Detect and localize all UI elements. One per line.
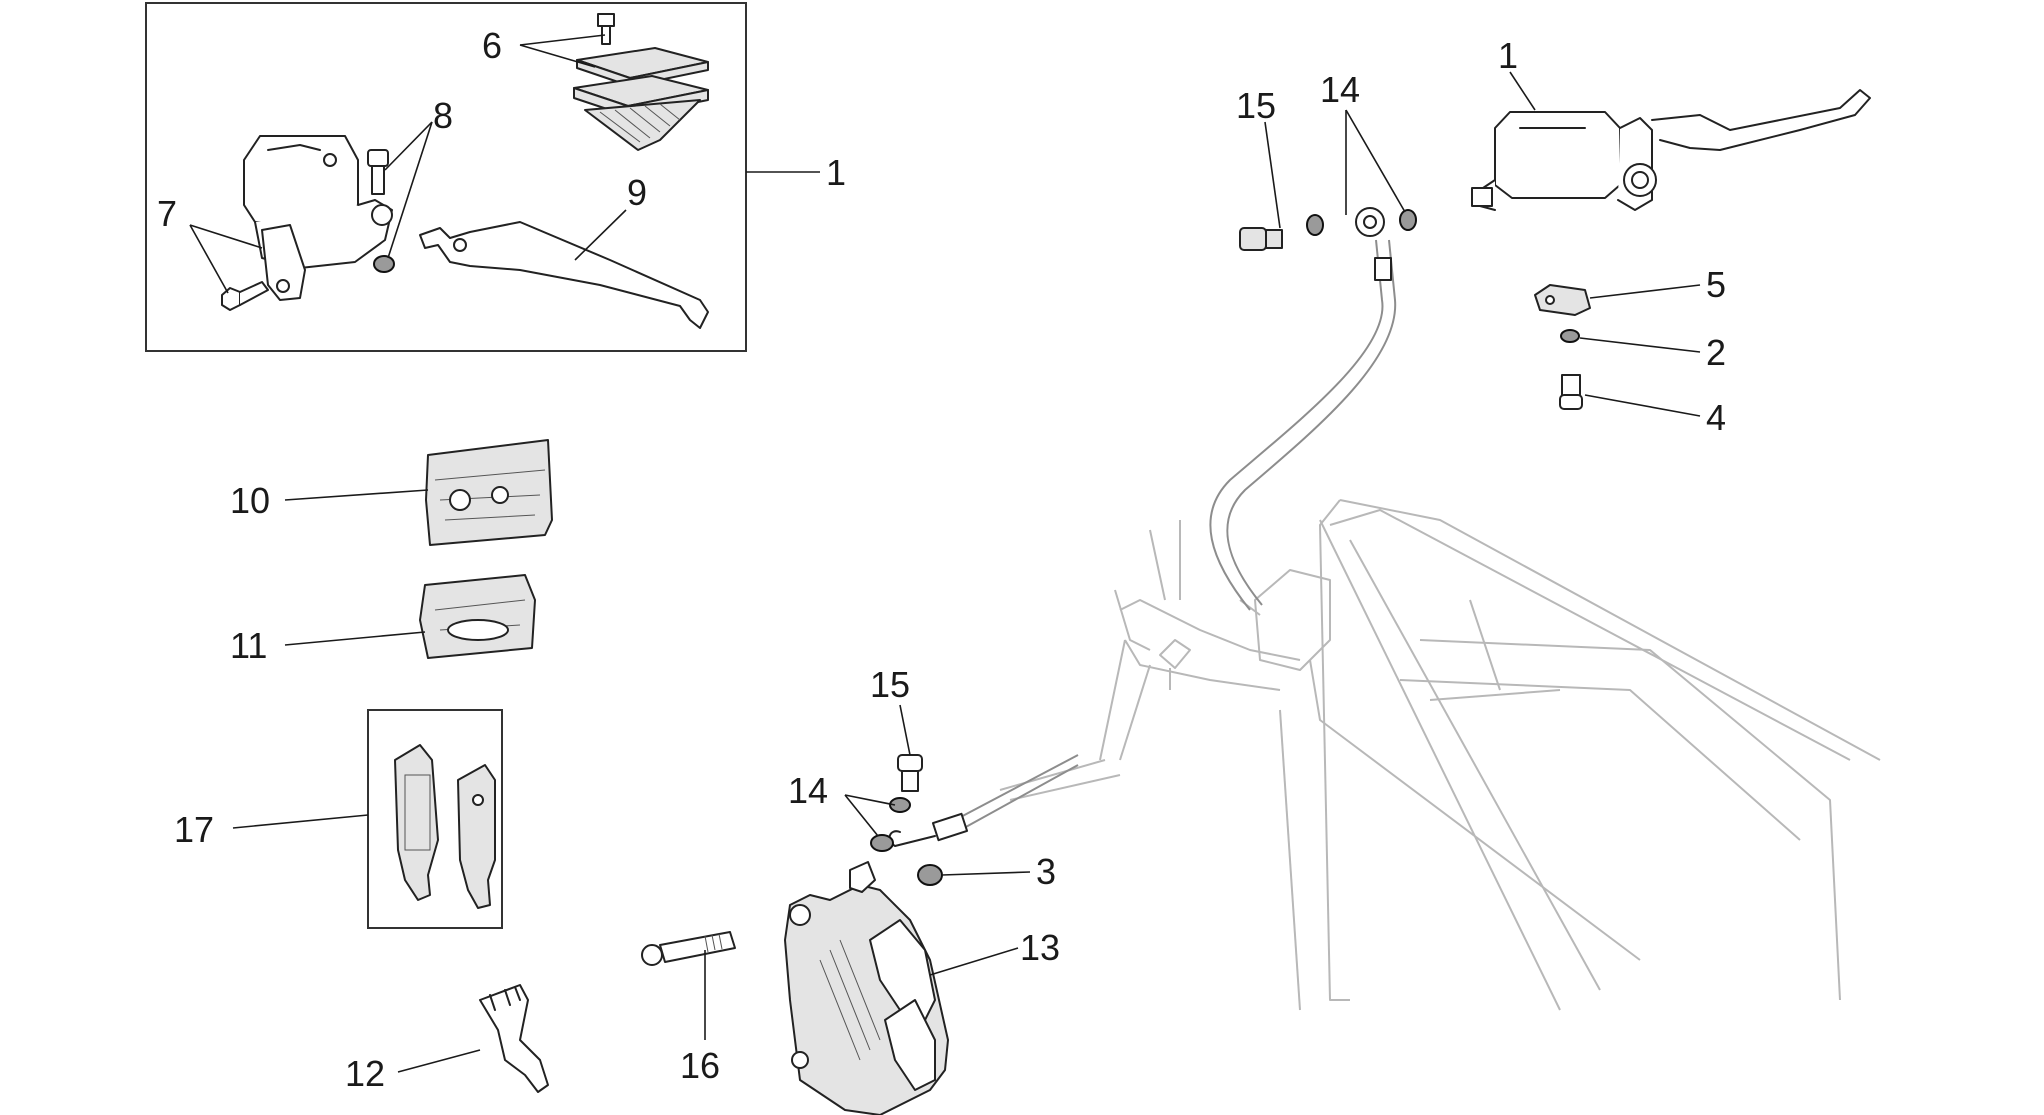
callout-reservoir-screw: 6 bbox=[482, 25, 502, 66]
callout-switch-washer: 2 bbox=[1706, 332, 1726, 373]
callout-banjo-bolt-caliper: 15 bbox=[870, 664, 910, 705]
reservoir-cap-parts bbox=[573, 13, 709, 151]
lever-pivot-parts bbox=[367, 149, 395, 273]
brake-hose bbox=[888, 239, 1397, 847]
pad-spring bbox=[479, 984, 549, 1093]
callout-pad-spring: 12 bbox=[345, 1053, 385, 1094]
callout-labels: 1 6 8 7 9 1 15 14 5 2 4 10 11 17 12 15 1… bbox=[157, 25, 1726, 1094]
caliper-bolt bbox=[641, 931, 736, 966]
brake-lever-kit bbox=[419, 221, 709, 329]
callout-switch-screw: 4 bbox=[1706, 397, 1726, 438]
callout-banjo-bolt-top: 15 bbox=[1236, 85, 1276, 126]
callout-washers-top: 14 bbox=[1320, 69, 1360, 110]
brake-pad-kit-b bbox=[419, 574, 536, 659]
brake-caliper bbox=[784, 861, 949, 1115]
callout-brake-pads: 17 bbox=[174, 809, 214, 850]
brake-pad-kit-a bbox=[425, 439, 553, 546]
motorcycle-frame bbox=[999, 499, 1881, 1011]
master-cylinder-kit bbox=[243, 135, 393, 301]
callout-bleed-cap: 3 bbox=[1036, 851, 1056, 892]
callout-bracket-screw: 7 bbox=[157, 193, 177, 234]
callout-washers-caliper: 14 bbox=[788, 770, 828, 811]
brake-pads-box bbox=[367, 709, 503, 929]
master-cylinder-kit-box bbox=[145, 2, 747, 352]
callout-switch: 5 bbox=[1706, 264, 1726, 305]
callout-master-cylinder: 1 bbox=[1498, 35, 1518, 76]
master-cylinder bbox=[1471, 89, 1871, 211]
bracket-screw bbox=[221, 281, 269, 311]
callout-pad-kit-b: 11 bbox=[230, 625, 267, 666]
brake-pads bbox=[394, 744, 496, 909]
banjo-bolt-top bbox=[1239, 207, 1417, 251]
callout-lever: 9 bbox=[627, 172, 647, 213]
callout-caliper-bolt: 16 bbox=[680, 1045, 720, 1086]
callout-caliper: 13 bbox=[1020, 927, 1060, 968]
brake-light-switch-parts bbox=[1534, 284, 1591, 410]
callout-box-kit: 1 bbox=[826, 152, 846, 193]
callout-pivot: 8 bbox=[433, 95, 453, 136]
callout-pad-kit-a: 10 bbox=[230, 480, 270, 521]
leader-lines bbox=[189, 34, 1701, 1073]
caliper-fittings bbox=[870, 754, 943, 886]
